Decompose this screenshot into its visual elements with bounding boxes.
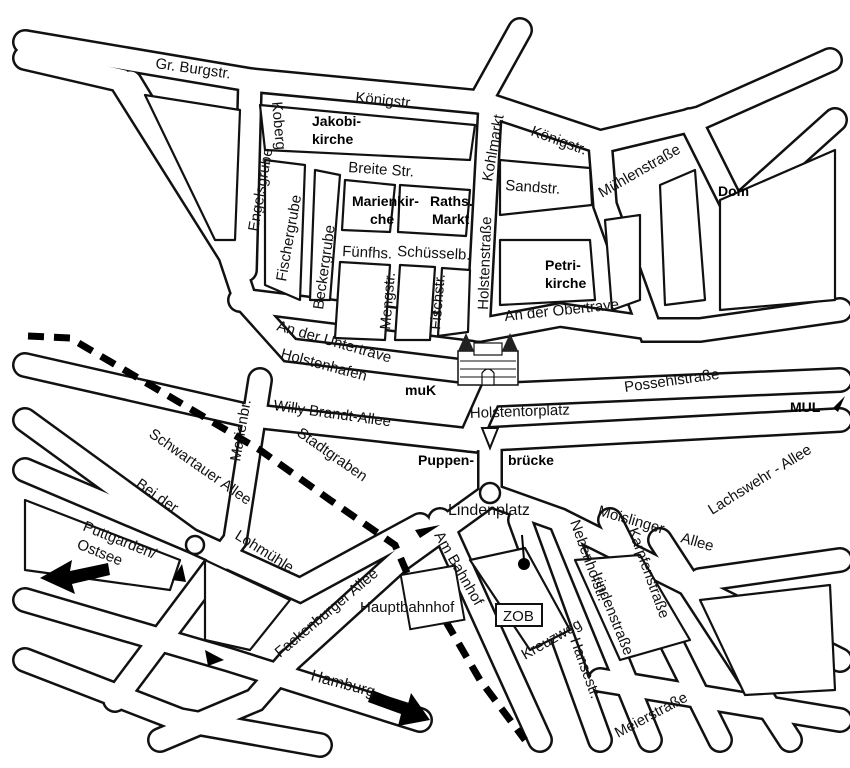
label-dom: Dom <box>718 183 749 199</box>
roundabout-lindenplatz <box>478 481 502 505</box>
roundabout-triangle <box>480 427 500 451</box>
label-lindenplatz: Lindenplatz <box>448 502 530 519</box>
label-jakobikirche-1: Jakobi- <box>312 113 361 129</box>
label-puppen: Puppen- <box>418 452 474 468</box>
label-mul: MUL <box>790 399 821 415</box>
label-koenigstr-1: Königstr. <box>355 89 415 112</box>
hauptbahnhof-building <box>399 564 466 631</box>
arrow-fackenburger-icon <box>415 525 440 538</box>
arrow-southwest-icon <box>205 650 224 666</box>
label-petrikirche-2: kirche <box>545 275 586 291</box>
label-breite-str: Breite Str. <box>348 159 415 181</box>
label-bruecke: brücke <box>508 452 554 468</box>
label-rathsmarkt-2: Markt <box>432 211 470 227</box>
label-schuesselb: Schüsselb. <box>397 243 471 264</box>
road-network <box>12 17 850 758</box>
holstentor-gate-icon <box>457 333 519 386</box>
railway-line <box>27 332 528 743</box>
roundabout-west <box>184 534 206 556</box>
arrow-mul-icon <box>833 396 845 412</box>
location-pin-icon <box>518 534 530 570</box>
label-koberg: Koberg <box>268 101 289 151</box>
city-blocks <box>23 93 837 697</box>
arrow-west-icon <box>172 564 186 582</box>
label-hauptbahnhof: Hauptbahnhof <box>360 599 455 616</box>
zob-box <box>495 603 543 627</box>
label-lachswehr-allee: Lachswehr - Allee <box>705 441 814 518</box>
label-holstenstrasse: Holstenstraße <box>475 216 495 310</box>
label-fischstr: Fischstr. <box>427 273 449 330</box>
label-allee: Allee <box>679 530 716 556</box>
landmark-labels: Jakobi- kirche Marienkir- che Raths. Mar… <box>312 113 821 625</box>
arrow-puttgarden-icon <box>40 560 110 594</box>
label-petrikirche-1: Petri- <box>545 257 581 273</box>
label-mengstr: Mengstr. <box>377 272 399 331</box>
label-rathsmarkt-1: Raths. <box>430 193 473 209</box>
label-muk: muK <box>405 382 436 398</box>
label-jakobikirche-2: kirche <box>312 131 353 147</box>
label-sandstr: Sandstr. <box>505 177 561 198</box>
label-fuenfhs: Fünfhs. <box>342 243 393 263</box>
label-holstentorplatz: Holstentorplatz <box>470 402 571 422</box>
direction-arrows <box>40 396 845 726</box>
label-zob: ZOB <box>503 608 534 625</box>
arrow-hamburg-icon <box>368 690 430 726</box>
label-marienkirche-2: che <box>370 211 394 227</box>
label-marienkirche-1: Marienkir- <box>352 193 419 209</box>
